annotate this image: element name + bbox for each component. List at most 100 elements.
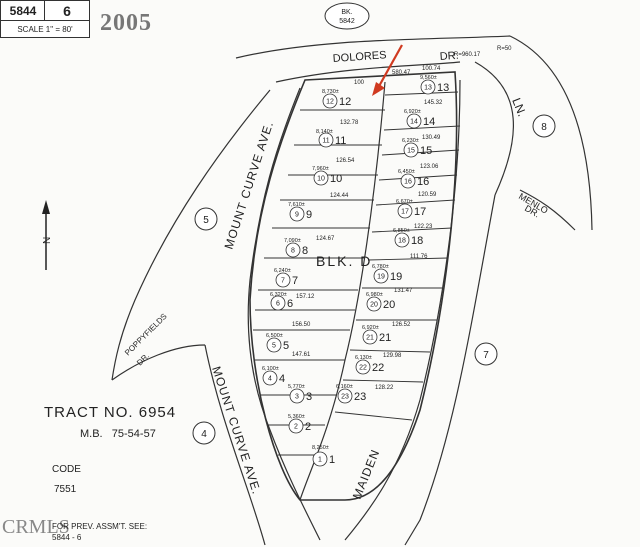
street-dolores-dr: DR. [439,50,459,63]
ln-road-edge-inner [474,61,514,196]
lot-area: 5,360± [288,414,305,420]
menlo-edge [519,189,576,231]
lot-label: 7 [292,275,298,287]
lot-number: 14 [410,119,418,126]
dimension-label: 126.54 [336,158,355,164]
poppyfields-edge [111,344,206,381]
dimension-label: 580.47 [392,70,411,76]
lot-area: 8,730± [322,89,339,95]
street-maiden: MAIDEN [350,447,383,501]
lot-label: 19 [390,271,402,283]
lot-label: 8 [302,245,308,257]
lot-area: 6,670± [396,199,413,205]
mount-curve-edge-west [111,89,271,381]
street-dolores: DOLORES [332,49,387,65]
lot-area: 8,140± [316,129,333,135]
dolores-road-edge-south [275,61,461,83]
lot-label: 3 [306,391,312,403]
adjacent-page-circle-8 [532,114,556,138]
lot-area: 6,240± [274,268,291,274]
lot-label: 12 [339,96,351,108]
bk-ref-label: BK. [341,9,352,16]
lot-area: 5,770± [288,384,305,390]
lot-area: 8,250± [312,445,329,451]
lot-area: 6,780± [372,264,389,270]
year-stamp: 2005 [100,10,152,36]
dimension-label: 124.67 [316,236,335,242]
lot-number: 23 [341,394,349,401]
lot-area: 6,130± [355,355,372,361]
lot-label: 18 [411,235,423,247]
lot-area: 7,610± [288,202,305,208]
lot-area: 6,920± [362,325,379,331]
lot-number: 19 [377,274,385,281]
bk-ref-ellipse [324,2,370,30]
lot-number: 18 [398,238,406,245]
lot-number: 3 [295,394,299,401]
dimension-label: 131.47 [394,288,413,294]
dimension-label: 132.78 [340,120,359,126]
lot-area: 6,920± [404,109,421,115]
lot-label: 16 [417,176,429,188]
dimension-label: 100.74 [422,66,441,72]
lot-label: 2 [305,421,311,433]
lot-number: 8 [291,248,295,255]
maiden-edge-east [404,194,496,546]
street-poppyfields: POPPYFIELDS [123,312,169,358]
dimension-label: 126.52 [392,322,411,328]
adjacent-page-4: 4 [201,429,207,440]
street-poppyfields-dr: DR. [135,351,151,367]
lot-label: 9 [306,209,312,221]
dimension-label: 157.12 [296,294,315,300]
dimension-label: 122.23 [414,224,433,230]
street-ln: LN. [509,96,529,119]
lot-label: 21 [379,332,391,344]
block-outline [249,71,458,501]
dimension-label: 130.49 [422,135,441,141]
book-number: 5844 [9,4,37,18]
lot-circles [262,79,436,467]
dimension-label: 128.22 [375,385,394,391]
dimension-label: 111.76 [410,254,428,260]
lot-number: 4 [268,376,272,383]
lot-label: 22 [372,362,384,374]
mount-curve-edge-east [247,87,321,541]
lot-area: 6,100± [262,366,279,372]
prev-assmt-ref: 5844 - 6 [52,533,82,542]
north-label: N [42,237,53,244]
lot-area: 7,090± [284,238,301,244]
dimension-label: 129.98 [383,353,402,359]
lot-label: 13 [437,82,449,94]
block-label: BLK. D [316,253,372,269]
scale-text: SCALE 1" = 80' [17,24,73,34]
lot-number: 12 [326,99,334,106]
lot-area: 7,960± [312,166,329,172]
lot-number: 2 [294,424,298,431]
adjacent-page-5: 5 [203,215,209,226]
adjacent-page-circle-5 [194,207,218,231]
lot-number: 10 [317,176,325,183]
lot-label: 4 [279,373,285,385]
lot-label: 11 [335,135,346,147]
north-arrow-icon [42,200,50,270]
lot-number: 5 [272,343,276,350]
bk-ref-number: 5842 [339,18,355,25]
lot-label: 15 [420,145,432,157]
lot-label: 6 [287,298,293,310]
lot-number: 11 [322,138,329,145]
lot-area: 6,850± [393,228,410,234]
tract-map-book: M.B. 75-54-57 [80,428,156,440]
scale-box: SCALE 1" = 80' [0,20,90,38]
dimension-label: 147.61 [292,352,311,358]
lot-number: 17 [401,209,409,216]
lot-area: 6,450± [398,169,415,175]
dimension-label: 120.59 [418,192,437,198]
dolores-road-edge-north [235,35,511,59]
lot-area: 6,500± [266,333,283,339]
lot-number: 22 [359,365,367,372]
lot-label: 10 [330,173,342,185]
watermark-crmls: CRMLS [2,516,70,538]
adjacent-page-circle-7 [474,342,498,366]
lot-number: 20 [370,302,378,309]
